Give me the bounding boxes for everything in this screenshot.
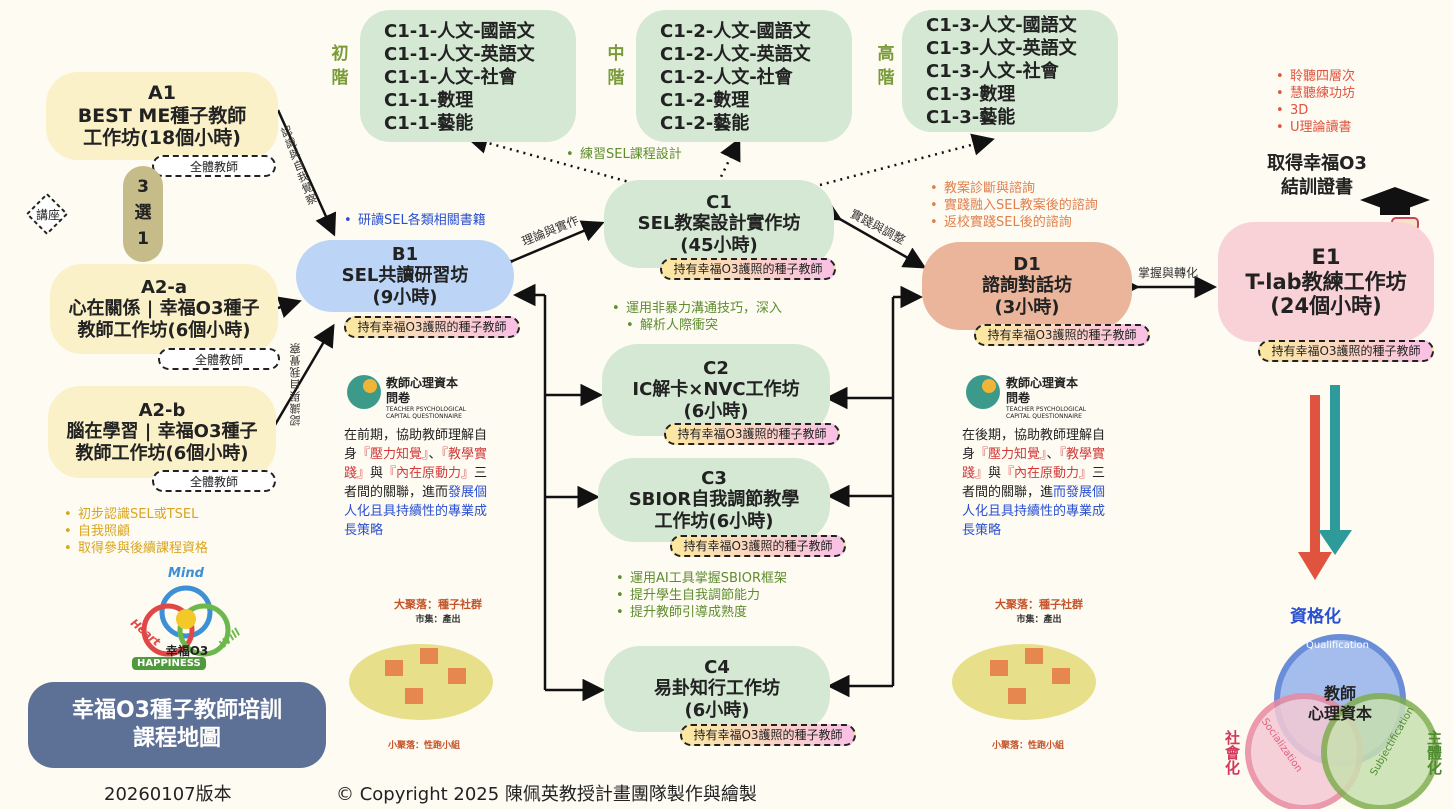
node-e1: E1 T-lab教練工作坊 (24個小時) bbox=[1218, 222, 1434, 342]
list-item: C1-3-藝能 bbox=[926, 107, 1016, 128]
c3-notes: 運用AI工具掌握SBIOR框架 提升學生自我調節能力 提升教師引導成熟度 bbox=[616, 570, 787, 621]
venn-label-q: Qualification bbox=[1306, 640, 1369, 651]
questionnaire-title-left: 教師心理資本 問卷 TEACHER PSYCHOLOGICAL CAPITAL … bbox=[386, 376, 467, 420]
c1-1-list: C1-1-人文-國語文 C1-1-人文-英語文 C1-1-人文-社會 C1-1-… bbox=[360, 10, 576, 142]
questionnaire-text-right: 在後期，協助教師理解自身『壓力知覺』、『教學實踐』與『內在原動力』三者間的關聯，… bbox=[962, 428, 1106, 538]
audience-tag: 持有幸福O3護照的種子教師 bbox=[974, 324, 1150, 346]
edge-c1-c1-2 bbox=[716, 137, 741, 184]
lecture-label: 講座 bbox=[35, 208, 60, 222]
c2-note: 運用非暴力溝通技巧，深入 解析人際衝突 bbox=[612, 300, 782, 334]
c1-3-list: C1-3-人文-國語文 C1-3-人文-英語文 C1-3-人文-社會 C1-3-… bbox=[902, 10, 1118, 132]
node-a1: A1 BEST ME種子教師 工作坊(18個小時) bbox=[46, 72, 278, 160]
list-item: C1-1-人文-社會 bbox=[384, 67, 517, 88]
map-title: 幸福O3種子教師培訓 課程地圖 bbox=[28, 682, 326, 768]
list-item: C1-3-人文-英語文 bbox=[926, 38, 1077, 59]
list-item: C1-2-人文-社會 bbox=[660, 67, 793, 88]
logo-red bbox=[141, 603, 195, 657]
audience-tag: 全體教師 bbox=[158, 348, 280, 370]
venn-label-top: 資格化 bbox=[1290, 607, 1341, 627]
edge-c1-c1-3 bbox=[819, 133, 995, 187]
audience-tag: 持有幸福O3護照的種子教師 bbox=[670, 535, 846, 557]
edge-a1-b1 bbox=[276, 109, 337, 237]
node-c4: C4 易卦知行工作坊 (6小時) bbox=[604, 646, 830, 732]
edge-label-a2b-b1: 認識與自我覺察 bbox=[289, 342, 302, 426]
e1-notes: 聆聽四層次 慧聽練功坊 3D U理論讀書 bbox=[1276, 68, 1355, 136]
b1-note: 研讀SEL各類相關書籍 bbox=[344, 212, 486, 229]
edge-b1-c1 bbox=[489, 220, 605, 280]
arrow-red-shaft bbox=[1310, 395, 1320, 555]
audience-tag: 持有幸福O3護照的種子教師 bbox=[664, 423, 840, 445]
arrow-teal-head bbox=[1318, 530, 1352, 555]
node-d1: D1 諮詢對話坊 (3小時) bbox=[922, 242, 1132, 330]
graduation-cap-icon bbox=[1360, 187, 1430, 213]
list-item: C1-1-人文-國語文 bbox=[384, 21, 535, 42]
questionnaire-icon-left bbox=[347, 375, 381, 409]
edge-c1-d1 bbox=[817, 199, 927, 269]
list-item: C1-2-人文-國語文 bbox=[660, 21, 811, 42]
audience-tag: 持有幸福O3護照的種子教師 bbox=[680, 724, 856, 746]
questionnaire-icon-right bbox=[966, 375, 1000, 409]
copyright-label: © Copyright 2025 陳佩英教授計畫團隊製作與繪製 bbox=[336, 784, 757, 805]
list-item: C1-1-人文-英語文 bbox=[384, 44, 535, 65]
c1-2-list: C1-2-人文-國語文 C1-2-人文-英語文 C1-2-人文-社會 C1-2-… bbox=[636, 10, 852, 142]
logo-name: 幸福O3 bbox=[165, 644, 209, 658]
node-c2: C2 IC解卡×NVC工作坊 (6小時) bbox=[602, 344, 830, 436]
a-notes: 初步認識SEL或TSEL 自我照顧 取得參與後續課程資格 bbox=[64, 506, 208, 557]
choose-one-pill: 3 選 1 bbox=[123, 166, 163, 262]
node-b1: B1 SEL共讀研習坊 (9小時) bbox=[296, 240, 514, 312]
list-item: C1-3-人文-國語文 bbox=[926, 15, 1077, 36]
node-a2b: A2-b 腦在學習 | 幸福O3種子 教師工作坊(6個小時) bbox=[48, 386, 276, 478]
village-bottom-left: 小聚落：性跑小組 bbox=[388, 741, 461, 751]
audience-tag: 持有幸福O3護照的種子教師 bbox=[344, 316, 520, 338]
village-label-right: 大聚落：種子社群 市集：產出 bbox=[995, 598, 1083, 625]
node-c1: C1 SEL教案設計實作坊 (45小時) bbox=[604, 180, 834, 268]
logo-blue bbox=[159, 585, 213, 639]
audience-tag: 全體教師 bbox=[152, 155, 276, 177]
logo-green bbox=[177, 603, 231, 657]
certificate-label: 取得幸福O3 結訓證書 bbox=[1267, 153, 1367, 198]
questionnaire-title-right: 教師心理資本 問卷 TEACHER PSYCHOLOGICAL CAPITAL … bbox=[1006, 376, 1087, 420]
audience-tag: 持有幸福O3護照的種子教師 bbox=[1258, 340, 1434, 362]
list-item: C1-1-藝能 bbox=[384, 113, 474, 134]
audience-tag: 全體教師 bbox=[152, 470, 276, 492]
edge-a2a-b1 bbox=[276, 296, 302, 318]
list-item: C1-3-數理 bbox=[926, 84, 1016, 105]
village-field-right bbox=[952, 644, 1096, 720]
smiley-icon bbox=[176, 609, 196, 629]
questionnaire-text-left: 在前期，協助教師理解自身『壓力知覺』、『教學實踐』與『內在原動力』三者間的關聯，… bbox=[344, 428, 488, 538]
village-label-left: 大聚落：種子社群 市集：產出 bbox=[394, 598, 482, 625]
venn-label-right: 主體化 bbox=[1425, 730, 1443, 775]
c1-note: 練習SEL課程設計 bbox=[566, 146, 682, 163]
edge-a2b-b1 bbox=[270, 323, 335, 431]
arrow-red-head bbox=[1298, 552, 1332, 580]
venn-green bbox=[1321, 693, 1439, 809]
audience-tag: 持有幸福O3護照的種子教師 bbox=[660, 258, 836, 280]
node-c3: C3 SBIOR自我調節教學 工作坊(6小時) bbox=[598, 458, 830, 542]
list-item: C1-2-藝能 bbox=[660, 113, 750, 134]
venn-label-left: 社會化 bbox=[1223, 730, 1241, 775]
edge-c1-c1-1 bbox=[465, 131, 641, 187]
edge-label-d1-e1: 掌握與轉化 bbox=[1138, 266, 1199, 280]
list-item: C1-2-人文-英語文 bbox=[660, 44, 811, 65]
version-label: 20260107版本 bbox=[104, 784, 232, 805]
logo-mind: Mind bbox=[168, 566, 204, 581]
village-bottom-right: 小聚落：性跑小組 bbox=[992, 741, 1065, 751]
logo-en: HAPPINESS bbox=[132, 657, 206, 670]
venn-center: 教師 心理資本 bbox=[1307, 684, 1372, 723]
level-label-intermediate: 中 階 bbox=[607, 44, 625, 88]
node-a2a: A2-a 心在關係 | 幸福O3種子 教師工作坊(6個小時) bbox=[50, 264, 278, 354]
arrow-teal-shaft bbox=[1330, 385, 1340, 533]
lecture-diamond bbox=[25, 192, 69, 236]
list-item: C1-3-人文-社會 bbox=[926, 61, 1059, 82]
list-item: C1-1-數理 bbox=[384, 90, 474, 111]
level-label-beginner: 初 階 bbox=[331, 44, 349, 88]
d1-notes: 教案診斷與諮詢 實踐融入SEL教案後的諮詢 返校實踐SEL後的諮詢 bbox=[930, 180, 1098, 231]
level-label-advanced: 高 階 bbox=[877, 44, 895, 88]
list-item: C1-2-數理 bbox=[660, 90, 750, 111]
